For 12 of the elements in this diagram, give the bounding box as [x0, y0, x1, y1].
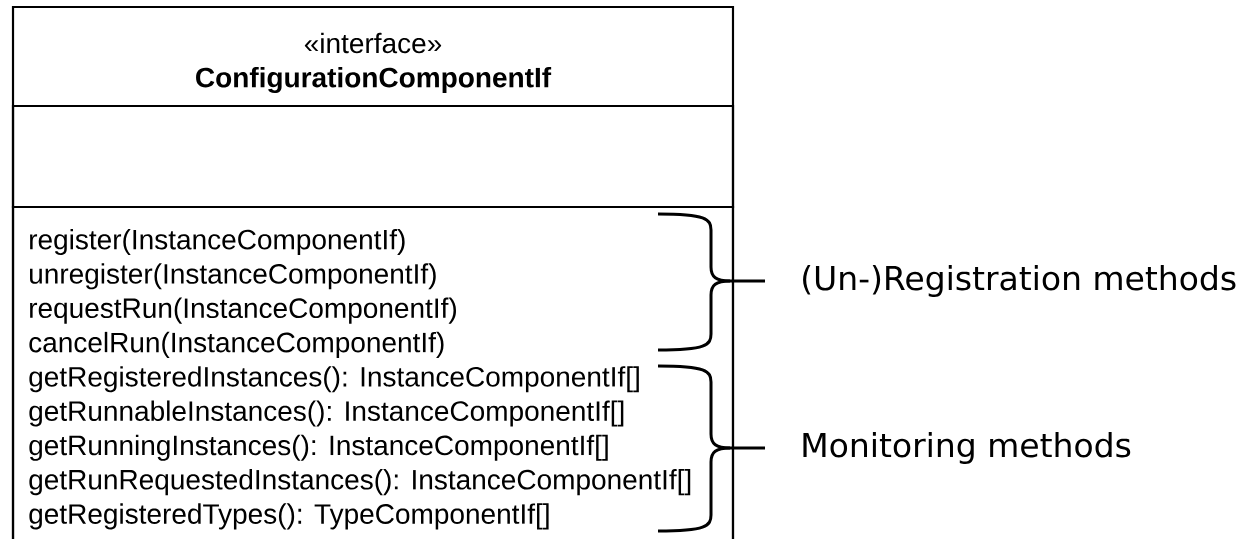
operation-text: getRunningInstances(): InstanceComponentIf[]: [29, 434, 608, 461]
annotation-text: (Un-)Registration methods: [803, 265, 1236, 297]
operation-text: cancelRun(InstanceComponentIf): [29, 331, 444, 358]
operation-text: getRunRequestedInstances(): InstanceComponentIf[]: [29, 469, 691, 496]
operation-text: getRegisteredTypes(): TypeComponentIf[]: [29, 503, 549, 530]
operation-text: getRunnableInstances(): InstanceComponentIf[]: [29, 400, 624, 427]
operation-text: requestRun(InstanceComponentIf): [30, 297, 456, 324]
operation-text: register(InstanceComponentIf): [30, 228, 405, 256]
compartment-box: [11, 104, 735, 209]
operation-text: getRegisteredInstances(): InstanceComponentIf[]: [29, 366, 639, 393]
operation-text: unregister(InstanceComponentIf): [30, 263, 436, 290]
annotation-text: Monitoring methods: [803, 432, 1131, 464]
